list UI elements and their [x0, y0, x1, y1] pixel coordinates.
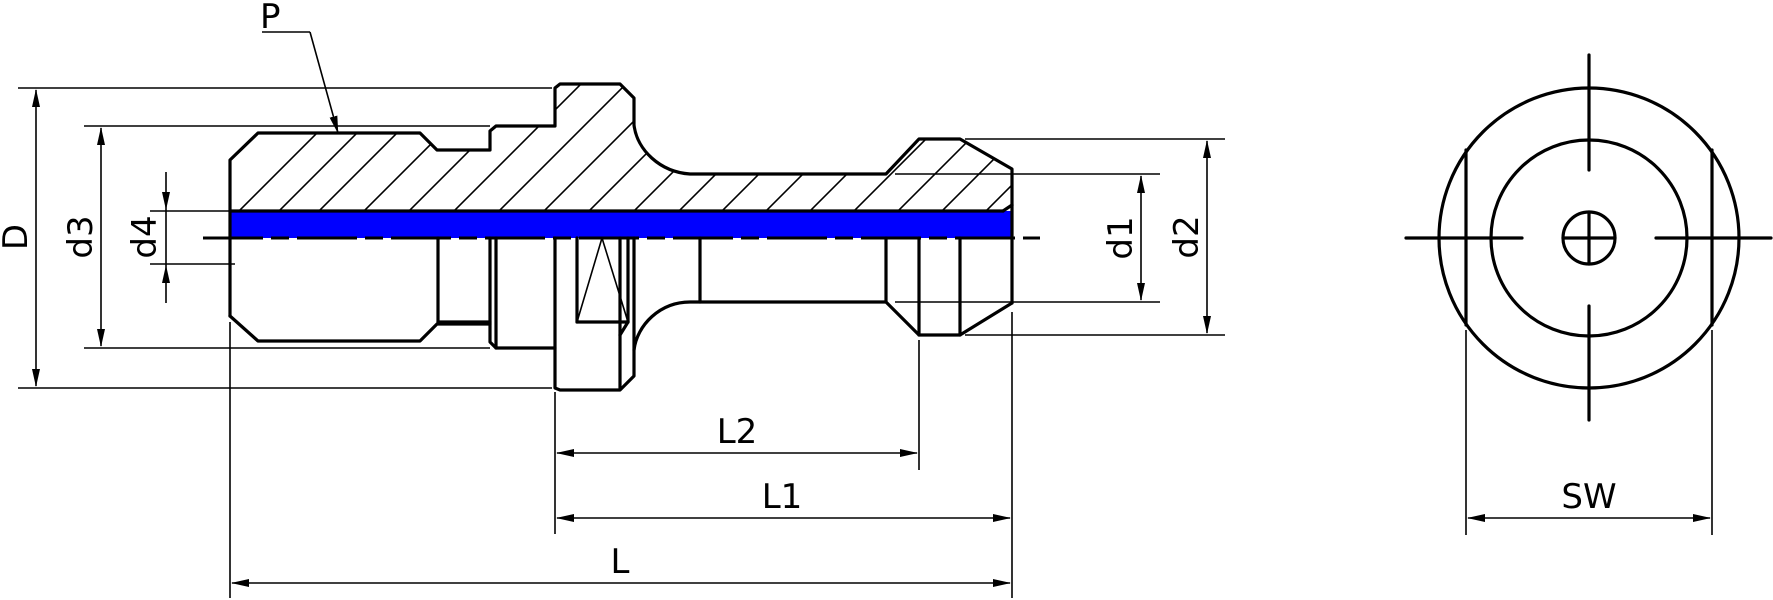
label-p-leader: P [260, 0, 339, 134]
dimension-l1: L1 [556, 477, 1011, 522]
label-d4: d4 [125, 215, 165, 258]
dimension-l2: L2 [556, 412, 918, 457]
bore-fill [231, 211, 1012, 238]
label-l2: L2 [717, 412, 758, 452]
label-l1: L1 [762, 477, 803, 517]
dimension-d: D [0, 89, 40, 387]
label-l: L [611, 542, 630, 582]
dimension-d4: d4 [125, 172, 170, 303]
extension-lines [18, 87, 1225, 598]
label-sw: SW [1561, 477, 1616, 517]
label-p: P [260, 0, 281, 37]
end-view: SW [1404, 53, 1773, 535]
label-d: D [0, 224, 36, 250]
dimension-l: L [231, 542, 1011, 587]
side-view: P [203, 0, 1040, 392]
label-d1: d1 [1101, 216, 1141, 259]
label-d2: d2 [1167, 215, 1207, 258]
dimension-d2: d2 [1167, 140, 1211, 334]
section-hatching [230, 84, 1012, 211]
part-outline-upper [228, 82, 1014, 318]
dimension-d1: d1 [1101, 175, 1145, 301]
label-d3: d3 [61, 215, 101, 258]
dimension-d3: d3 [61, 127, 105, 347]
